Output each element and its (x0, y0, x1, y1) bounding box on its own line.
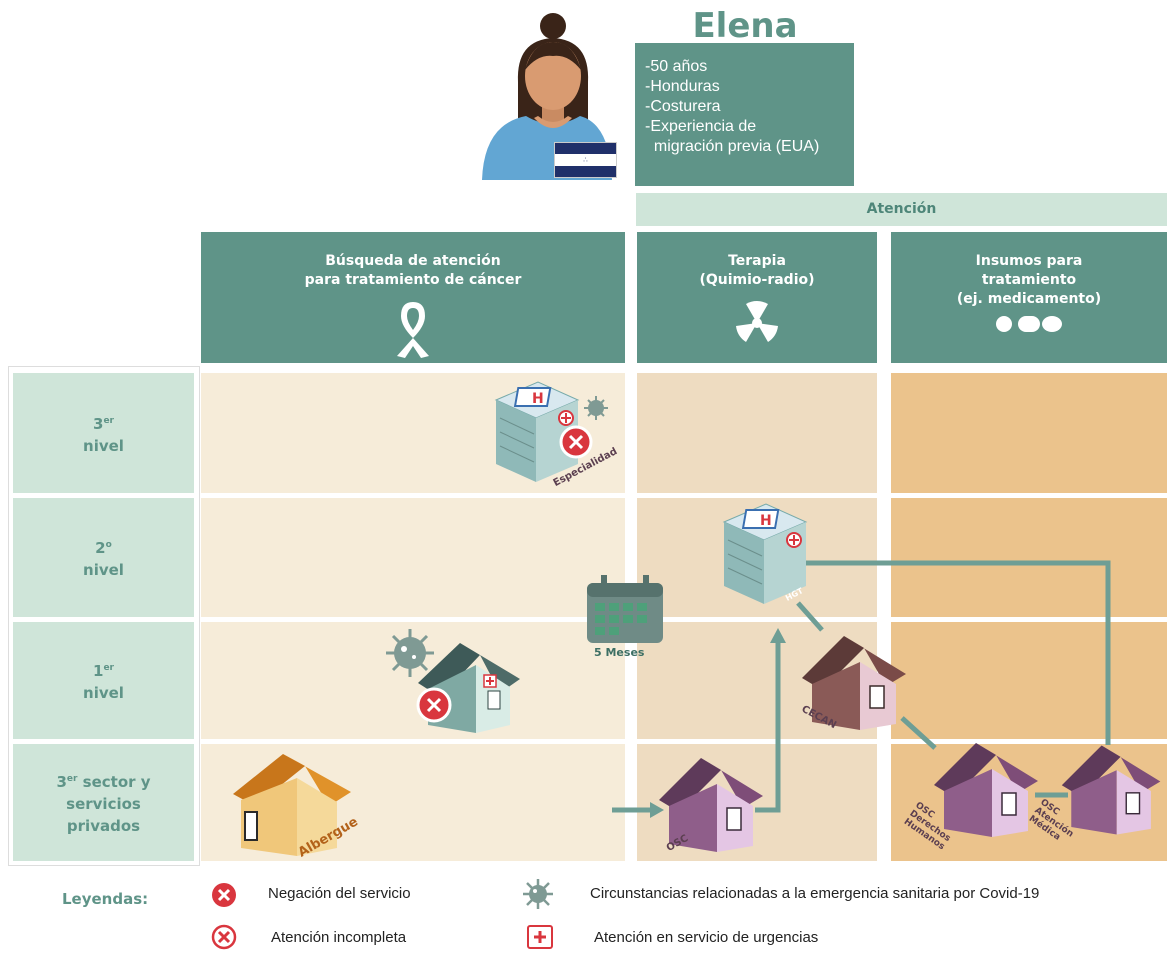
detail-migration-2: migración previa (EUA) (645, 138, 820, 155)
legend-title: Leyendas: (62, 890, 149, 908)
row-header-panel (8, 366, 200, 866)
pills-icon (996, 316, 1062, 332)
cecan-house-icon (802, 636, 906, 730)
persona-details: -50 años -Honduras -Costurera -Experienc… (635, 43, 854, 186)
detail-migration-1: -Experiencia de (645, 118, 757, 135)
denied-icon (416, 687, 452, 723)
osc-derechos-humanos-house-icon (934, 743, 1038, 837)
legend-covid: Circunstancias relacionadas a la emergen… (590, 885, 1040, 902)
cell-insumos-2o (891, 498, 1167, 617)
svg-text:H: H (760, 513, 772, 529)
incomplete-icon (211, 924, 237, 950)
svg-text:H: H (532, 391, 544, 407)
column-header-terapia: Terapia (Quimio-radio) (637, 232, 877, 363)
denied-icon (559, 425, 593, 459)
virus-icon (386, 629, 434, 677)
emergency-icon (786, 532, 802, 548)
cancer-ribbon-icon (397, 302, 429, 358)
label-5-meses: 5 Meses (594, 646, 645, 659)
osc-house-icon (659, 758, 763, 852)
honduras-flag-icon: ∴ (554, 142, 617, 178)
persona-name: Elena (692, 6, 798, 46)
column-header-insumos: Insumos para tratamiento (ej. medicament… (891, 232, 1167, 363)
albergue-house-icon (233, 754, 351, 856)
emergency-icon (527, 925, 553, 949)
legend-urgencias: Atención en servicio de urgencias (594, 929, 819, 946)
detail-country: -Honduras (645, 78, 720, 95)
cell-insumos-3er (891, 373, 1167, 493)
first-level-clinic-icon (386, 629, 520, 733)
detail-occupation: -Costurera (645, 98, 721, 115)
column-header-busqueda: Búsqueda de atención para tratamiento de… (201, 232, 625, 363)
hgt-hospital-icon: H (722, 503, 808, 604)
legend-negacion: Negación del servicio (268, 885, 411, 902)
legend-incompleta: Atención incompleta (271, 929, 407, 946)
osc-atencion-medica-house-icon (1061, 745, 1161, 835)
denied-icon (212, 883, 236, 907)
cell-terapia-3er (637, 373, 877, 493)
virus-icon (584, 396, 608, 420)
cell-busqueda-2o (201, 498, 625, 617)
atencion-header: Atención (636, 193, 1167, 226)
detail-age: -50 años (645, 58, 708, 75)
calendar-icon (587, 575, 663, 643)
especialidad-hospital-icon: H (494, 381, 608, 482)
radiation-icon (736, 301, 778, 342)
cell-insumos-1er (891, 622, 1167, 739)
virus-icon (523, 879, 553, 909)
